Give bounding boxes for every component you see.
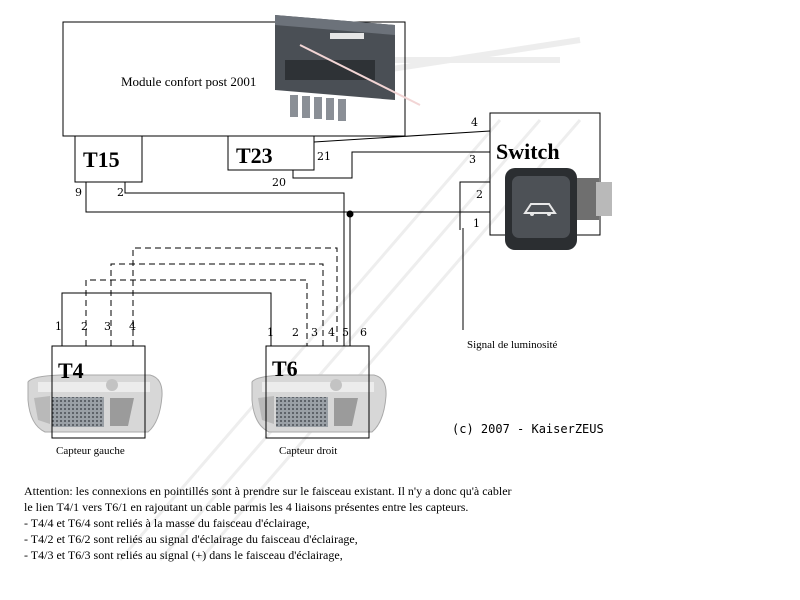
switch-pin-1: 1 — [473, 217, 480, 230]
t15-box — [74, 135, 143, 183]
connector-t23: T23 21 20 — [227, 135, 331, 189]
solid-wires — [61, 130, 491, 346]
switch-pin-4: 4 — [471, 116, 478, 129]
t23-pin-20: 20 — [272, 176, 286, 189]
note-line-2: le lien T4/1 vers T6/1 en rajoutant un c… — [24, 500, 469, 514]
t6-pin-1: 1 — [267, 326, 274, 339]
signal-label: Signal de luminosité — [467, 339, 558, 351]
copyright-label: (c) 2007 - KaiserZEUS — [452, 422, 604, 436]
right-sensor-photo — [251, 374, 387, 433]
t6-pin-5: 5 — [342, 326, 349, 339]
t4-pin-3: 3 — [104, 320, 111, 333]
t15-pin-9: 9 — [75, 186, 82, 199]
t6-box — [265, 345, 370, 439]
t4-pin-1: 1 — [55, 320, 62, 333]
note-line-3: - T4/4 et T6/4 sont reliés à la masse du… — [24, 516, 310, 530]
note-line-1: Attention: les connexions en pointillés … — [24, 484, 512, 498]
module-photo — [275, 15, 421, 121]
t15-pin-2: 2 — [117, 186, 124, 199]
attention-note: Attention: les connexions en pointillés … — [24, 483, 624, 563]
connector-t15: T15 9 2 — [74, 135, 143, 199]
junction-dot — [346, 210, 354, 218]
t23-pin-21: 21 — [317, 150, 331, 163]
t4-pin-4: 4 — [129, 320, 136, 333]
switch-pin-3: 3 — [469, 153, 476, 166]
switch-label: Switch — [496, 139, 560, 164]
module-label: Module confort post 2001 — [121, 74, 256, 89]
t23-label: T23 — [236, 143, 273, 168]
left-sensor-label: Capteur gauche — [56, 445, 125, 457]
note-line-4: - T4/2 et T6/2 sont reliés au signal d'é… — [24, 532, 358, 546]
right-sensor-label: Capteur droit — [279, 445, 337, 457]
connector-t4: 1 2 3 4 T4 Capteur gauche — [27, 320, 163, 457]
switch-pin-2: 2 — [476, 188, 483, 201]
t6-pin-6: 6 — [360, 326, 367, 339]
t23-box — [227, 135, 315, 171]
switch-unit: Switch 4 3 2 1 — [469, 112, 612, 250]
t4-pin-2: 2 — [81, 320, 88, 333]
t6-pin-3: 3 — [311, 326, 318, 339]
dashed-wires — [85, 247, 338, 346]
connector-t6: 1 2 3 4 5 6 T6 Capteur droit — [251, 326, 387, 457]
t15-label: T15 — [83, 147, 120, 172]
switch-button-photo — [505, 168, 612, 250]
t6-label: T6 — [272, 356, 298, 381]
note-line-5: - T4/3 et T6/3 sont reliés au signal (+)… — [24, 548, 343, 562]
t4-box — [51, 345, 146, 439]
left-sensor-photo — [27, 374, 163, 433]
t4-label: T4 — [58, 358, 84, 383]
t6-pin-4: 4 — [328, 326, 335, 339]
comfort-module: Module confort post 2001 — [62, 15, 421, 137]
t6-pin-2: 2 — [292, 326, 299, 339]
